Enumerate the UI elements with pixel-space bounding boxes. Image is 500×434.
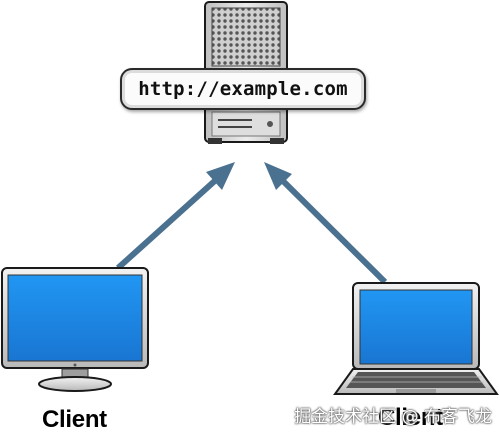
client-left-label: Client [42,406,107,433]
arrow-left-to-server [115,162,235,271]
desktop-monitor-icon [1,267,149,392]
server-url-label: http://example.com [120,68,366,110]
arrow-right-to-server [264,162,388,285]
server-url-text: http://example.com [138,78,348,100]
laptop-icon [333,282,499,395]
watermark-text: 掘金技术社区 @ 布客飞龙 [294,407,492,427]
client-right-label: Client [378,404,443,431]
